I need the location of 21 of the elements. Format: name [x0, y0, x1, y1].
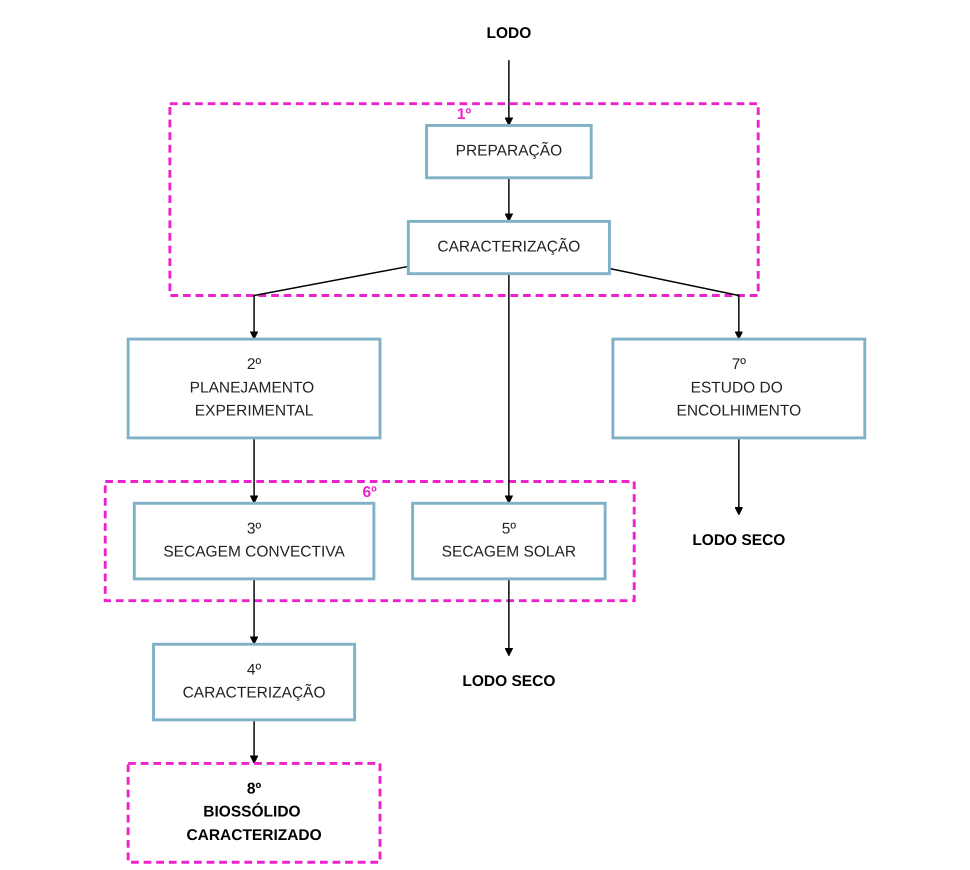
arrow — [734, 438, 744, 516]
arrow — [504, 578, 514, 656]
node-text: LODO SECO — [692, 532, 786, 549]
arrow — [504, 60, 514, 126]
node-box: 5º SECAGEM SOLAR — [411, 502, 607, 580]
node-box: 2º PLANEJAMENTO EXPERIMENTAL — [126, 338, 382, 440]
arrow — [504, 274, 514, 504]
node-box: 8º BIOSSÓLIDO CARACTERIZADO — [126, 762, 382, 864]
node-box: CARACTERIZAÇÃO — [406, 220, 611, 276]
arrow — [250, 720, 258, 764]
node-text: LODO — [486, 25, 532, 42]
arrow — [504, 178, 514, 222]
node-text: LODO SECO — [462, 673, 556, 690]
arrow — [609, 268, 744, 340]
node-box: 4º CARACTERIZAÇÃO — [152, 642, 356, 722]
node-box: 3º SECAGEM CONVECTIVA — [132, 502, 376, 580]
arrow — [250, 578, 258, 645]
arrow — [250, 266, 408, 340]
node-box: 7º ESTUDO DO ENCOLHIMENTO — [611, 338, 866, 440]
node-box: PREPARAÇÃO — [425, 124, 593, 180]
arrow — [250, 438, 258, 504]
